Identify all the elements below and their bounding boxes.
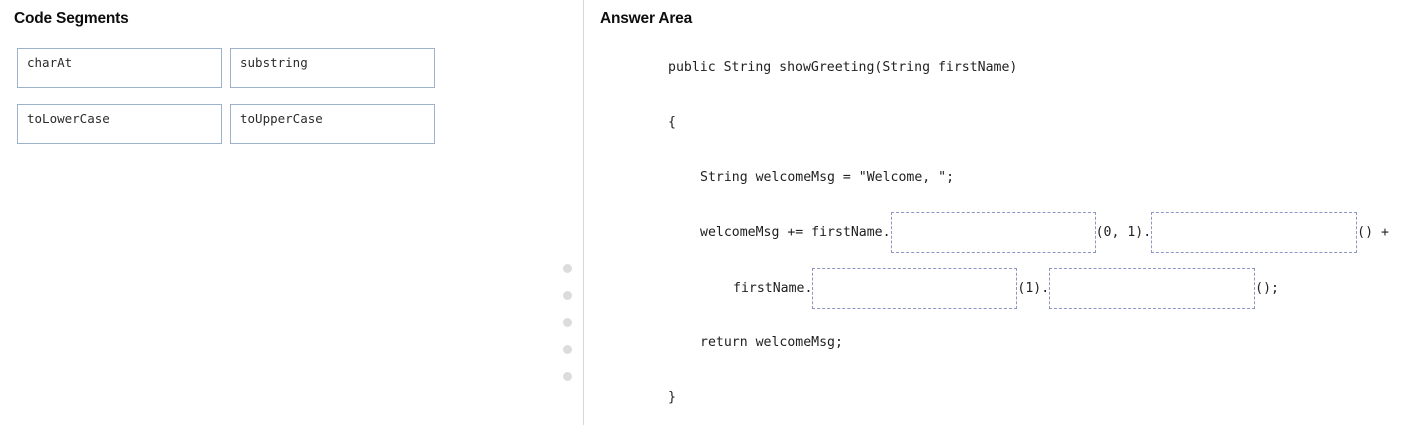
code-segment-substring[interactable]: substring xyxy=(230,48,435,88)
code-segment-touppercase[interactable]: toUpperCase xyxy=(230,104,435,144)
code-segments-title: Code Segments xyxy=(14,10,129,27)
code-token-append-suffix: () + xyxy=(1357,225,1389,240)
handle-dot-icon xyxy=(563,318,572,327)
code-line-open-brace: { xyxy=(668,115,676,130)
handle-dot-icon xyxy=(563,264,572,273)
code-token-append-prefix: welcomeMsg += firstName. xyxy=(700,225,891,240)
code-line-close-brace: } xyxy=(668,390,676,405)
handle-dot-icon xyxy=(563,345,572,354)
drop-zone-4[interactable] xyxy=(1049,268,1256,309)
code-line-firstname: firstName. (1). (); xyxy=(733,268,1279,309)
drop-zone-3[interactable] xyxy=(812,268,1018,309)
answer-area-title: Answer Area xyxy=(600,10,692,27)
handle-dot-icon xyxy=(563,291,572,300)
drop-zone-1[interactable] xyxy=(890,212,1096,253)
code-segments-panel: Code Segments charAt substring toLowerCa… xyxy=(0,0,583,425)
code-segment-tolowercase[interactable]: toLowerCase xyxy=(17,104,222,144)
code-token-firstname-prefix: firstName. xyxy=(733,281,813,296)
code-token-firstname-suffix: (); xyxy=(1255,281,1279,296)
code-line-method-signature: public String showGreeting(String firstN… xyxy=(668,60,1018,75)
panel-divider xyxy=(583,0,584,425)
code-token-append-middle: (0, 1). xyxy=(1095,225,1152,240)
code-line-return: return welcomeMsg; xyxy=(700,335,843,350)
code-segment-charat[interactable]: charAt xyxy=(17,48,222,88)
drag-handle-dots[interactable] xyxy=(563,264,575,399)
drop-zone-2[interactable] xyxy=(1151,212,1358,253)
code-token-firstname-middle: (1). xyxy=(1017,281,1050,296)
answer-area-panel: Answer Area public String showGreeting(S… xyxy=(584,0,1412,425)
handle-dot-icon xyxy=(563,372,572,381)
code-line-declare-welcomemsg: String welcomeMsg = "Welcome, "; xyxy=(700,170,955,185)
code-line-append: welcomeMsg += firstName. (0, 1). () + xyxy=(700,212,1389,253)
